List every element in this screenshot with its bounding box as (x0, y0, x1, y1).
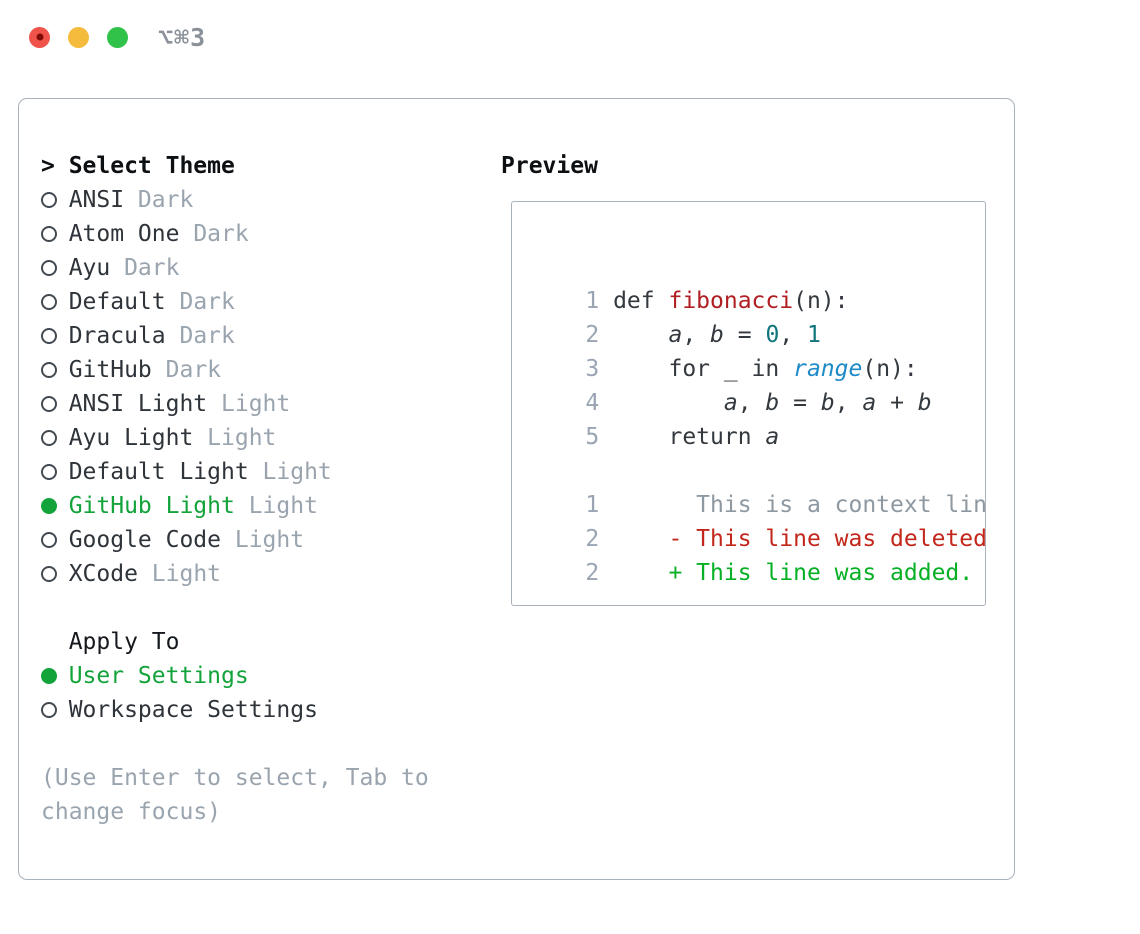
theme-variant: Dark (179, 289, 235, 315)
theme-name: Default Light (68, 459, 249, 485)
code-tokens: + This line was added. (668, 560, 974, 586)
line-number: 4 (585, 390, 600, 416)
theme-name: Google Code (68, 527, 222, 553)
minimize-button-icon[interactable] (68, 26, 89, 48)
radio-icon (41, 566, 69, 582)
theme-option[interactable]: Ayu Light Light (41, 421, 501, 455)
focus-caret-icon: > (41, 153, 55, 179)
select-theme-header: > Select Theme (41, 149, 501, 183)
theme-name: XCode (68, 561, 138, 587)
apply-to-option[interactable]: Workspace Settings (41, 693, 501, 727)
radio-icon (41, 464, 69, 480)
theme-name: GitHub (68, 357, 152, 383)
theme-name: ANSI (68, 187, 125, 213)
radio-icon (41, 668, 69, 684)
spacer (41, 591, 501, 625)
zoom-button-icon[interactable] (107, 26, 128, 48)
line-number: 5 (585, 424, 600, 450)
theme-name: Ayu (68, 255, 111, 281)
code-tokens: for _ in range(n): (613, 356, 918, 382)
theme-option[interactable]: ANSI Light Light (41, 387, 501, 421)
theme-option[interactable]: Default Light Light (41, 455, 501, 489)
code-tokens: return a (613, 424, 780, 450)
apply-to-label: User Settings (68, 663, 249, 689)
theme-variant: Dark (165, 357, 222, 383)
theme-option[interactable]: GitHub Dark (41, 353, 501, 387)
theme-variant: Light (151, 561, 222, 587)
code-line: 3 for _ in range(n): (530, 318, 985, 382)
line-number: 2 (585, 560, 600, 586)
line-number: 3 (585, 356, 600, 382)
line-number: 2 (585, 526, 600, 552)
code-line: 2 + This line was added. (530, 522, 985, 586)
code-tokens: This is a context line. (613, 492, 986, 518)
theme-variant: Dark (124, 255, 180, 281)
titlebar: ⌥⌘3 (0, 0, 1140, 74)
line-number: 2 (585, 322, 600, 348)
code-line: 1 This is a context line. (530, 454, 985, 518)
theme-name: Dracula (68, 323, 166, 349)
radio-icon (41, 226, 69, 242)
preview-column: Preview 1 def fibonacci(n): 2 a, b = 0, 1… (501, 149, 986, 829)
theme-option[interactable]: XCode Light (41, 557, 501, 591)
radio-icon (41, 192, 69, 208)
preview-header: Preview (501, 153, 598, 179)
theme-option[interactable]: GitHub Light Light (41, 489, 501, 523)
apply-to-list: User Settings Workspace Settings (41, 659, 501, 727)
apply-to-option[interactable]: User Settings (41, 659, 501, 693)
apply-to-label: Workspace Settings (68, 697, 318, 723)
code-preview: 1 def fibonacci(n): 2 a, b = 0, 1 3 for _… (530, 250, 985, 586)
radio-icon (41, 396, 69, 412)
code-tokens: a, b = b, a + b (723, 390, 932, 416)
theme-name: Default (68, 289, 166, 315)
window-title: ⌥⌘3 (158, 22, 207, 52)
theme-variant: Light (248, 493, 318, 519)
code-tokens: def fibonacci(n): (613, 288, 849, 314)
theme-variant: Light (262, 459, 332, 485)
help-text: (Use Enter to select, Tab to change focu… (41, 765, 429, 825)
theme-variant: Light (221, 391, 291, 417)
theme-variant: Dark (193, 221, 249, 247)
code-line: 4 a, b = b, a + b (530, 352, 985, 416)
theme-variant: Dark (137, 187, 194, 213)
theme-name: Atom One (68, 221, 180, 247)
theme-variant: Dark (179, 323, 235, 349)
preview-box: 1 def fibonacci(n): 2 a, b = 0, 1 3 for _… (511, 201, 986, 606)
radio-icon (41, 362, 69, 378)
code-line: 5 return a (530, 386, 985, 450)
theme-option[interactable]: Dracula Dark (41, 319, 501, 353)
code-line: 2 - This line was deleted. (530, 488, 985, 552)
theme-option[interactable]: Default Dark (41, 285, 501, 319)
traffic-lights (29, 26, 128, 48)
theme-option[interactable]: Google Code Light (41, 523, 501, 557)
theme-option[interactable]: Atom One Dark (41, 217, 501, 251)
close-button-icon[interactable] (29, 26, 50, 48)
line-number: 1 (585, 288, 600, 314)
theme-option[interactable]: ANSI Dark (41, 183, 501, 217)
radio-icon (41, 328, 69, 344)
radio-icon (41, 498, 69, 514)
theme-name: Ayu Light (68, 425, 194, 451)
code-line: 2 a, b = 0, 1 (530, 284, 985, 348)
theme-option[interactable]: Ayu Dark (41, 251, 501, 285)
theme-variant: Light (234, 527, 305, 553)
radio-icon (41, 430, 69, 446)
code-tokens: a, b = 0, 1 (668, 322, 821, 348)
radio-icon (41, 532, 69, 548)
theme-variant: Light (207, 425, 277, 451)
radio-icon (41, 294, 69, 310)
code-tokens: - This line was deleted. (668, 526, 986, 552)
theme-name: ANSI Light (68, 391, 208, 417)
select-theme-label: Select Theme (68, 153, 235, 179)
apply-to-header: Apply To (68, 629, 180, 655)
radio-icon (41, 702, 69, 718)
line-number: 1 (585, 492, 600, 518)
radio-icon (41, 260, 69, 276)
code-line: 1 def fibonacci(n): (530, 250, 985, 314)
theme-name: GitHub Light (68, 493, 235, 519)
